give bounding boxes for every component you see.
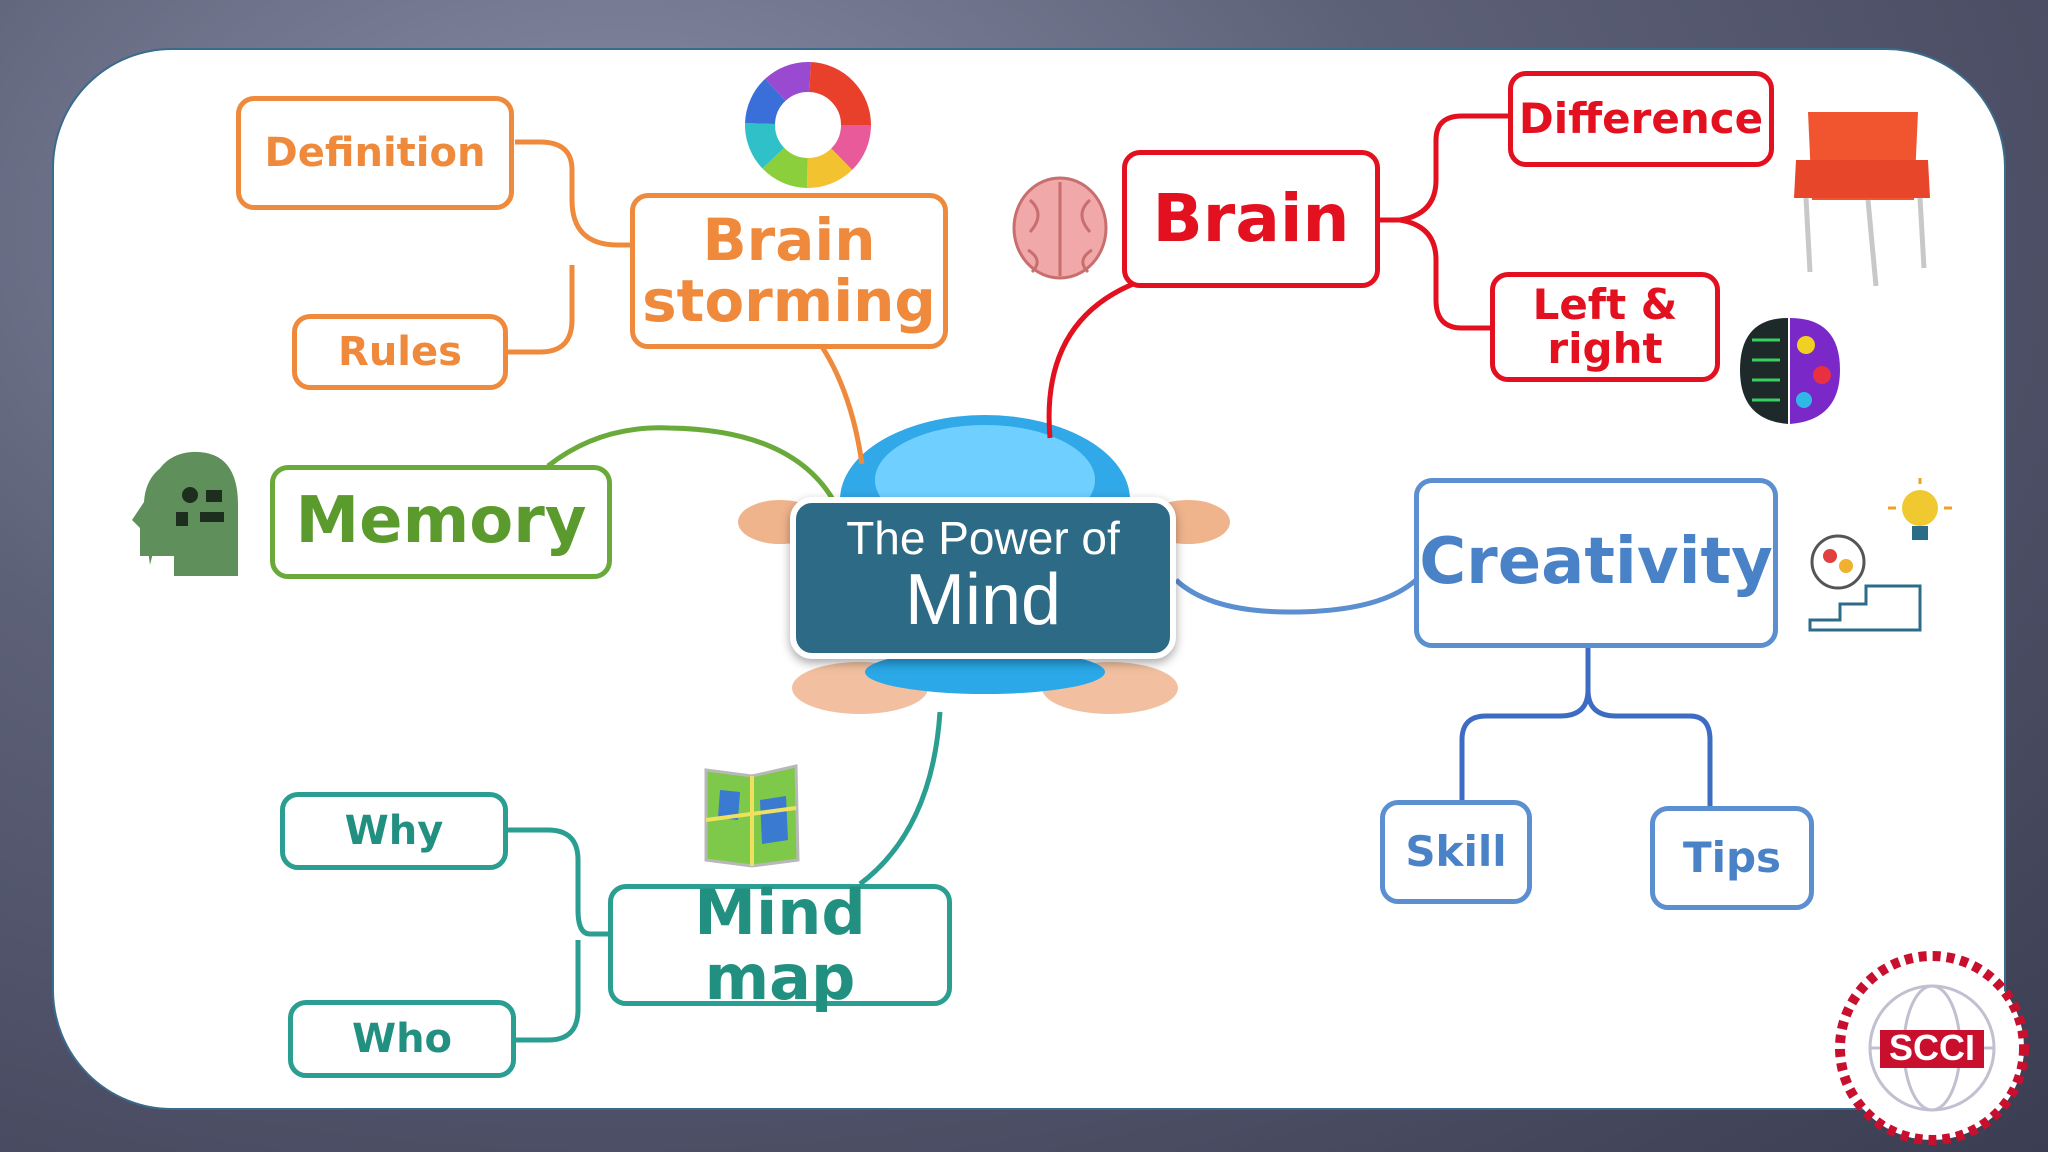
node-why[interactable]: Why xyxy=(280,792,508,870)
node-memory[interactable]: Memory xyxy=(270,465,612,579)
central-topic-line2: Mind xyxy=(904,560,1062,640)
node-who[interactable]: Who xyxy=(288,1000,516,1078)
central-topic-line1: The Power of xyxy=(846,512,1120,564)
head-gears-icon xyxy=(132,451,238,576)
node-definition[interactable]: Definition xyxy=(236,96,514,210)
map-icon xyxy=(704,764,800,868)
node-brain[interactable]: Brain xyxy=(1122,150,1380,288)
node-rules[interactable]: Rules xyxy=(292,314,508,390)
node-brain-label: Brain xyxy=(1152,180,1350,258)
left-right-brain-icon xyxy=(1740,318,1840,424)
node-rules-label: Rules xyxy=(338,329,462,375)
node-why-label: Why xyxy=(344,808,444,854)
scci-logo-text: SCCI xyxy=(1888,1027,1975,1068)
node-mind-map[interactable]: Mind map xyxy=(608,880,952,1010)
node-who-label: Who xyxy=(351,1016,453,1062)
node-brainstorming-line2: storming xyxy=(642,267,936,335)
node-brainstorming-line1: Brain xyxy=(702,206,876,275)
central-topic: The Power of Mind xyxy=(790,497,1176,659)
node-mind-map-label: Mind map xyxy=(694,875,866,1014)
node-left-right-line2: right xyxy=(1547,324,1663,373)
node-definition-label: Definition xyxy=(264,130,486,176)
node-brainstorming[interactable]: Brain storming xyxy=(630,193,948,349)
node-difference-label: Difference xyxy=(1518,93,1764,143)
node-creativity[interactable]: Creativity xyxy=(1414,478,1778,648)
puzzle-ring-icon xyxy=(745,62,871,188)
node-skill-label: Skill xyxy=(1405,826,1507,876)
node-difference[interactable]: Difference xyxy=(1508,71,1774,167)
node-memory-label: Memory xyxy=(295,484,587,559)
node-left-right-line1: Left & xyxy=(1532,279,1678,329)
creativity-lightbulb-icon xyxy=(1808,478,1952,632)
node-creativity-label: Creativity xyxy=(1419,525,1773,600)
node-tips-label: Tips xyxy=(1682,832,1782,882)
node-left-right[interactable]: Left & right xyxy=(1490,272,1720,382)
node-skill[interactable]: Skill xyxy=(1380,800,1532,904)
scci-logo xyxy=(1835,951,2029,1145)
brain-icon xyxy=(1012,176,1108,280)
node-tips[interactable]: Tips xyxy=(1650,806,1814,910)
chair-icon xyxy=(1794,112,1930,287)
